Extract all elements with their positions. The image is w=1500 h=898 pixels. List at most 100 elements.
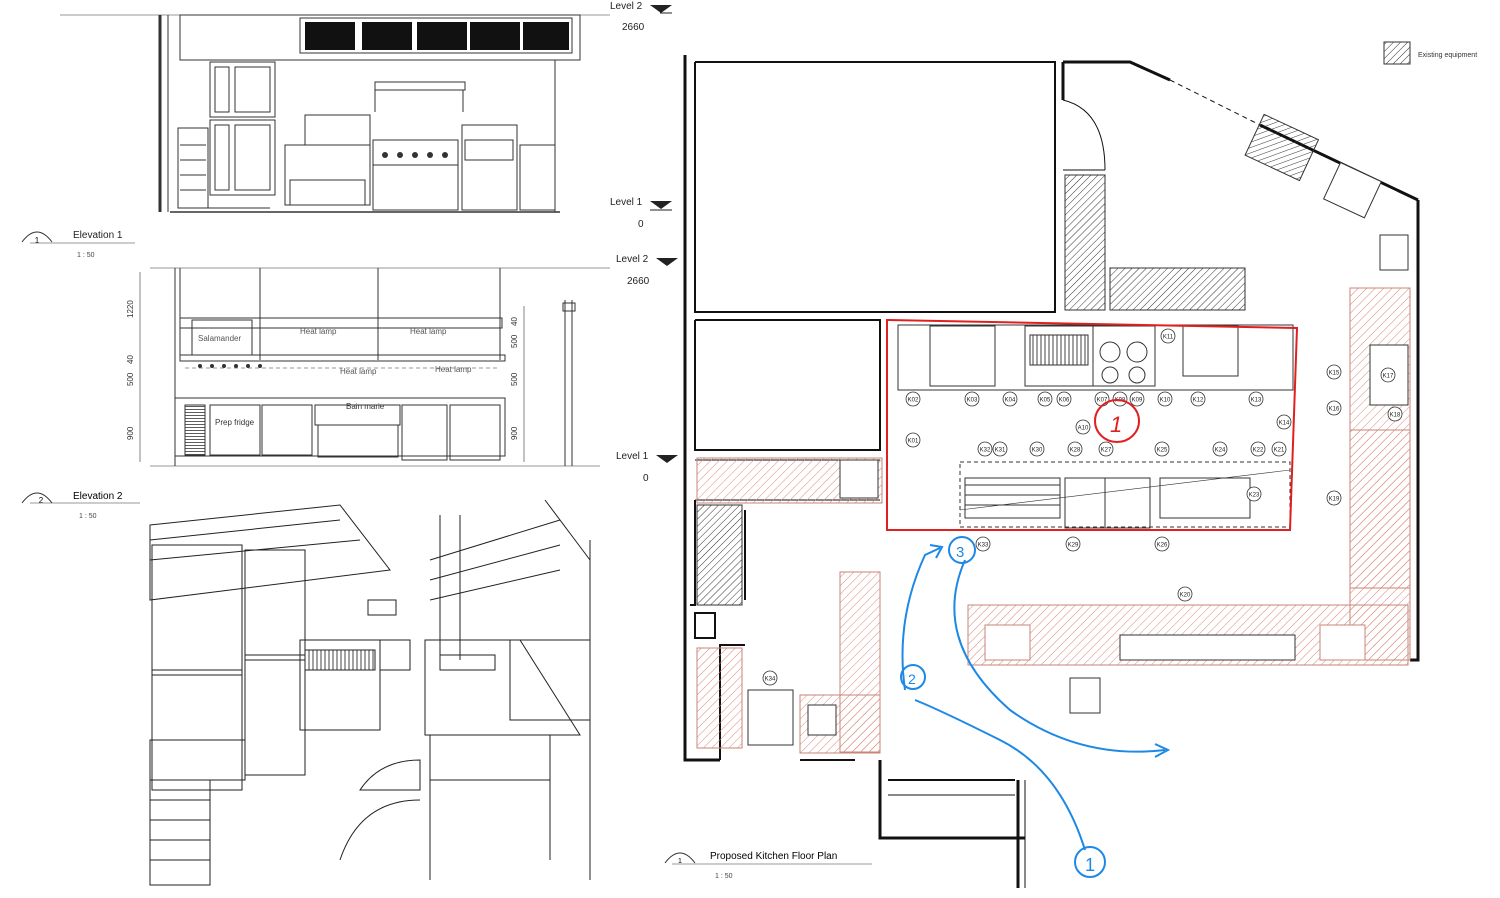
svg-text:K22: K22 xyxy=(1253,448,1264,454)
svg-text:K19: K19 xyxy=(1329,497,1340,503)
perspective-render xyxy=(149,499,591,886)
svg-text:K20: K20 xyxy=(1180,593,1191,599)
svg-text:K26: K26 xyxy=(1157,543,1168,549)
elevation-2-dimensions: 1220 40 500 900 40 500 500 900 xyxy=(126,272,525,462)
svg-text:Prep fridge: Prep fridge xyxy=(215,418,255,427)
svg-text:K18: K18 xyxy=(1390,413,1401,419)
floor-plan-tag: 1 Proposed Kitchen Floor Plan 1 : 50 xyxy=(664,851,872,880)
svg-text:Heat lamp: Heat lamp xyxy=(435,365,472,374)
svg-text:K25: K25 xyxy=(1157,448,1168,454)
equipment-tag-a10: A10 xyxy=(1075,419,1091,435)
elevation-2-tag: 2 Elevation 2 1 : 50 xyxy=(21,491,140,520)
elevation-1-title: Elevation 1 xyxy=(73,230,123,241)
svg-text:K33: K33 xyxy=(978,543,989,549)
svg-text:40: 40 xyxy=(510,317,519,326)
elevation-1-scale: 1 : 50 xyxy=(77,252,95,259)
svg-text:K09: K09 xyxy=(1132,398,1143,404)
elevation-1-drawing xyxy=(60,14,610,213)
svg-text:K07: K07 xyxy=(1097,398,1108,404)
equipment-tag-k28: K28 xyxy=(1067,441,1083,457)
level-markers: Level 2 2660 Level 1 0 Level 2 2660 Leve… xyxy=(610,1,678,484)
svg-text:3: 3 xyxy=(956,544,964,561)
equipment-tag-k09: K09 xyxy=(1129,391,1145,407)
svg-text:500: 500 xyxy=(510,372,519,386)
svg-text:K15: K15 xyxy=(1329,371,1340,377)
floor-plan-walls xyxy=(683,55,1420,888)
kitchen-line-equipment xyxy=(897,324,1294,529)
svg-text:1: 1 xyxy=(1085,855,1095,875)
svg-text:K30: K30 xyxy=(1032,448,1043,454)
equipment-tag-k34: K34 xyxy=(762,670,778,686)
svg-text:900: 900 xyxy=(510,426,519,440)
equipment-tag-k15: K15 xyxy=(1326,364,1342,380)
equipment-tag-k06: K06 xyxy=(1056,391,1072,407)
svg-text:2: 2 xyxy=(908,671,916,687)
equipment-tag-k22: K22 xyxy=(1250,441,1266,457)
elevation-2-scale: 1 : 50 xyxy=(79,513,97,520)
equipment-tag-k18: K18 xyxy=(1387,406,1403,422)
equipment-tag-k05: K05 xyxy=(1037,391,1053,407)
equipment-tag-k30: K30 xyxy=(1029,441,1045,457)
svg-text:K12: K12 xyxy=(1193,398,1204,404)
svg-text:0: 0 xyxy=(643,473,649,484)
svg-text:1220: 1220 xyxy=(126,300,135,318)
svg-text:500: 500 xyxy=(126,372,135,386)
svg-text:Bain marie: Bain marie xyxy=(346,402,385,411)
equipment-tag-k11: K11 xyxy=(1160,328,1176,344)
elevation-1-tag: 1 Elevation 1 1 : 50 xyxy=(21,230,135,259)
svg-text:Level 1: Level 1 xyxy=(616,451,649,462)
equipment-tag-k29: K29 xyxy=(1065,536,1081,552)
equipment-tag-k07: K07 xyxy=(1094,391,1110,407)
equipment-tag-k26: K26 xyxy=(1154,536,1170,552)
svg-text:900: 900 xyxy=(126,426,135,440)
equipment-tag-k25: K25 xyxy=(1154,441,1170,457)
equipment-tag-k32: K32 xyxy=(977,441,993,457)
elevation-2-drawing xyxy=(150,267,610,467)
svg-text:K06: K06 xyxy=(1059,398,1070,404)
svg-text:K27: K27 xyxy=(1101,448,1112,454)
svg-text:A10: A10 xyxy=(1078,426,1089,432)
svg-text:1: 1 xyxy=(35,236,40,245)
exhaust-hood-vents xyxy=(305,22,569,50)
legend-label: Existing equipment xyxy=(1418,52,1477,59)
svg-text:40: 40 xyxy=(126,355,135,364)
equipment-tag-k20: K20 xyxy=(1177,586,1193,602)
equipment-tag-k01: K01 xyxy=(905,432,921,448)
equipment-tag-k04: K04 xyxy=(1002,391,1018,407)
svg-text:2660: 2660 xyxy=(627,276,650,287)
legend: Existing equipment xyxy=(1383,41,1477,65)
equipment-tag-k17: K17 xyxy=(1380,367,1396,383)
svg-text:K32: K32 xyxy=(980,448,991,454)
svg-text:K21: K21 xyxy=(1274,448,1285,454)
svg-text:Heat lamp: Heat lamp xyxy=(340,367,377,376)
equipment-tag-k13: K13 xyxy=(1248,391,1264,407)
equipment-tag-k19: K19 xyxy=(1326,490,1342,506)
equipment-tag-k12: K12 xyxy=(1190,391,1206,407)
equipment-tag-k24: K24 xyxy=(1212,441,1228,457)
svg-text:K01: K01 xyxy=(908,439,919,445)
svg-text:1: 1 xyxy=(1110,412,1122,437)
svg-text:K23: K23 xyxy=(1249,493,1260,499)
svg-text:K11: K11 xyxy=(1163,335,1174,341)
equipment-tag-k21: K21 xyxy=(1271,441,1287,457)
equipment-tag-k16: K16 xyxy=(1326,400,1342,416)
blue-markup: 1 2 3 xyxy=(900,536,1171,878)
svg-text:K24: K24 xyxy=(1215,448,1226,454)
svg-text:Level 2: Level 2 xyxy=(616,254,649,265)
red-markup: 1 xyxy=(886,318,1299,531)
svg-text:K34: K34 xyxy=(765,677,776,683)
svg-text:K28: K28 xyxy=(1070,448,1081,454)
equipment-tag-k27: K27 xyxy=(1098,441,1114,457)
svg-text:Level 1: Level 1 xyxy=(610,197,643,208)
svg-text:2660: 2660 xyxy=(622,22,645,33)
svg-text:Salamander: Salamander xyxy=(198,334,241,343)
svg-text:0: 0 xyxy=(638,219,644,230)
elevation-2-labels: Salamander Heat lamp Heat lamp Heat lamp… xyxy=(198,327,472,427)
equipment-tag-k33: K33 xyxy=(975,536,991,552)
equipment-tag-k31: K31 xyxy=(992,441,1008,457)
svg-text:K04: K04 xyxy=(1005,398,1016,404)
svg-text:K17: K17 xyxy=(1383,374,1394,380)
elevation-2-title: Elevation 2 xyxy=(73,491,123,502)
svg-text:K16: K16 xyxy=(1329,407,1340,413)
